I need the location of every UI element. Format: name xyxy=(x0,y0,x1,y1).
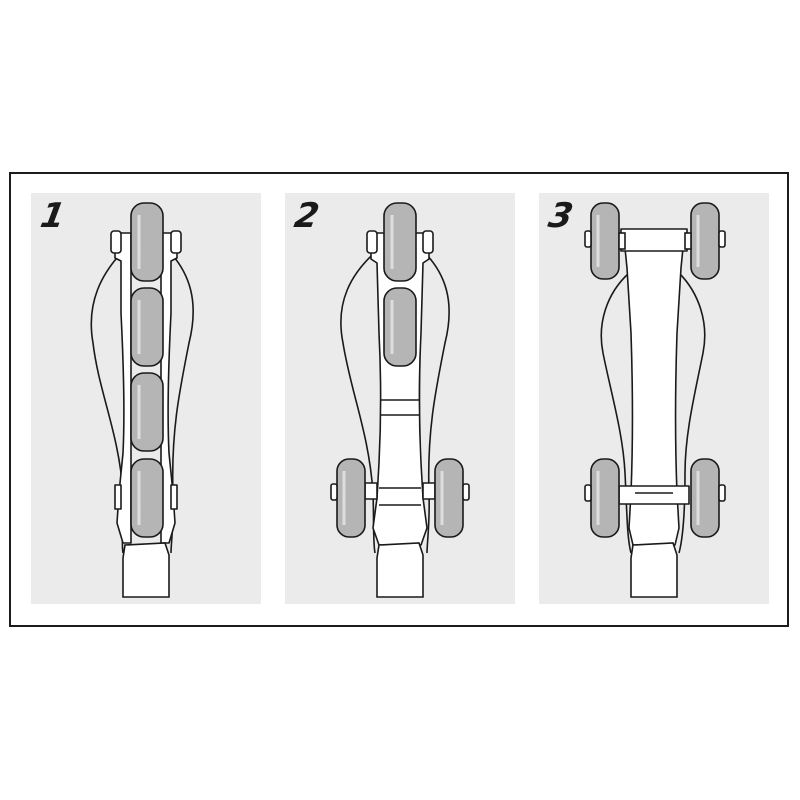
wheel xyxy=(130,202,164,282)
quad-skate-illustration xyxy=(584,202,726,598)
axle-stub xyxy=(422,482,436,500)
front-truck xyxy=(620,228,688,252)
step-3-panel: 3 xyxy=(539,193,769,604)
hybrid-skate-illustration xyxy=(330,202,470,598)
frame-rail-left xyxy=(114,232,132,544)
axle-tab xyxy=(170,230,182,254)
axle-tab xyxy=(366,230,378,254)
quad-wheel xyxy=(690,202,720,280)
quad-wheel xyxy=(690,458,720,538)
axle-tab xyxy=(170,484,178,510)
axle-tab xyxy=(114,484,122,510)
heel-block xyxy=(630,542,678,598)
quad-wheel xyxy=(590,202,620,280)
frame-body xyxy=(624,247,684,546)
wheel xyxy=(383,202,417,282)
axle-stub xyxy=(364,482,378,500)
axle-tab xyxy=(110,230,122,254)
wheel xyxy=(383,287,417,367)
inline-skate-illustration xyxy=(90,202,194,598)
wheel xyxy=(130,372,164,452)
boot-outline-right xyxy=(419,247,450,554)
step-2-panel: 2 xyxy=(285,193,515,604)
heel-block xyxy=(376,542,424,598)
wheel xyxy=(130,458,164,538)
frame-rail-right xyxy=(160,232,178,544)
wheel xyxy=(130,287,164,367)
step-1-panel: 1 xyxy=(31,193,261,604)
heel-block xyxy=(122,542,170,598)
axle-tab xyxy=(422,230,434,254)
boot-outline-right xyxy=(678,272,706,554)
quad-wheel xyxy=(590,458,620,538)
side-wheel xyxy=(336,458,366,538)
side-wheel xyxy=(434,458,464,538)
rear-truck xyxy=(618,485,690,505)
boot-outline-left xyxy=(600,272,632,554)
